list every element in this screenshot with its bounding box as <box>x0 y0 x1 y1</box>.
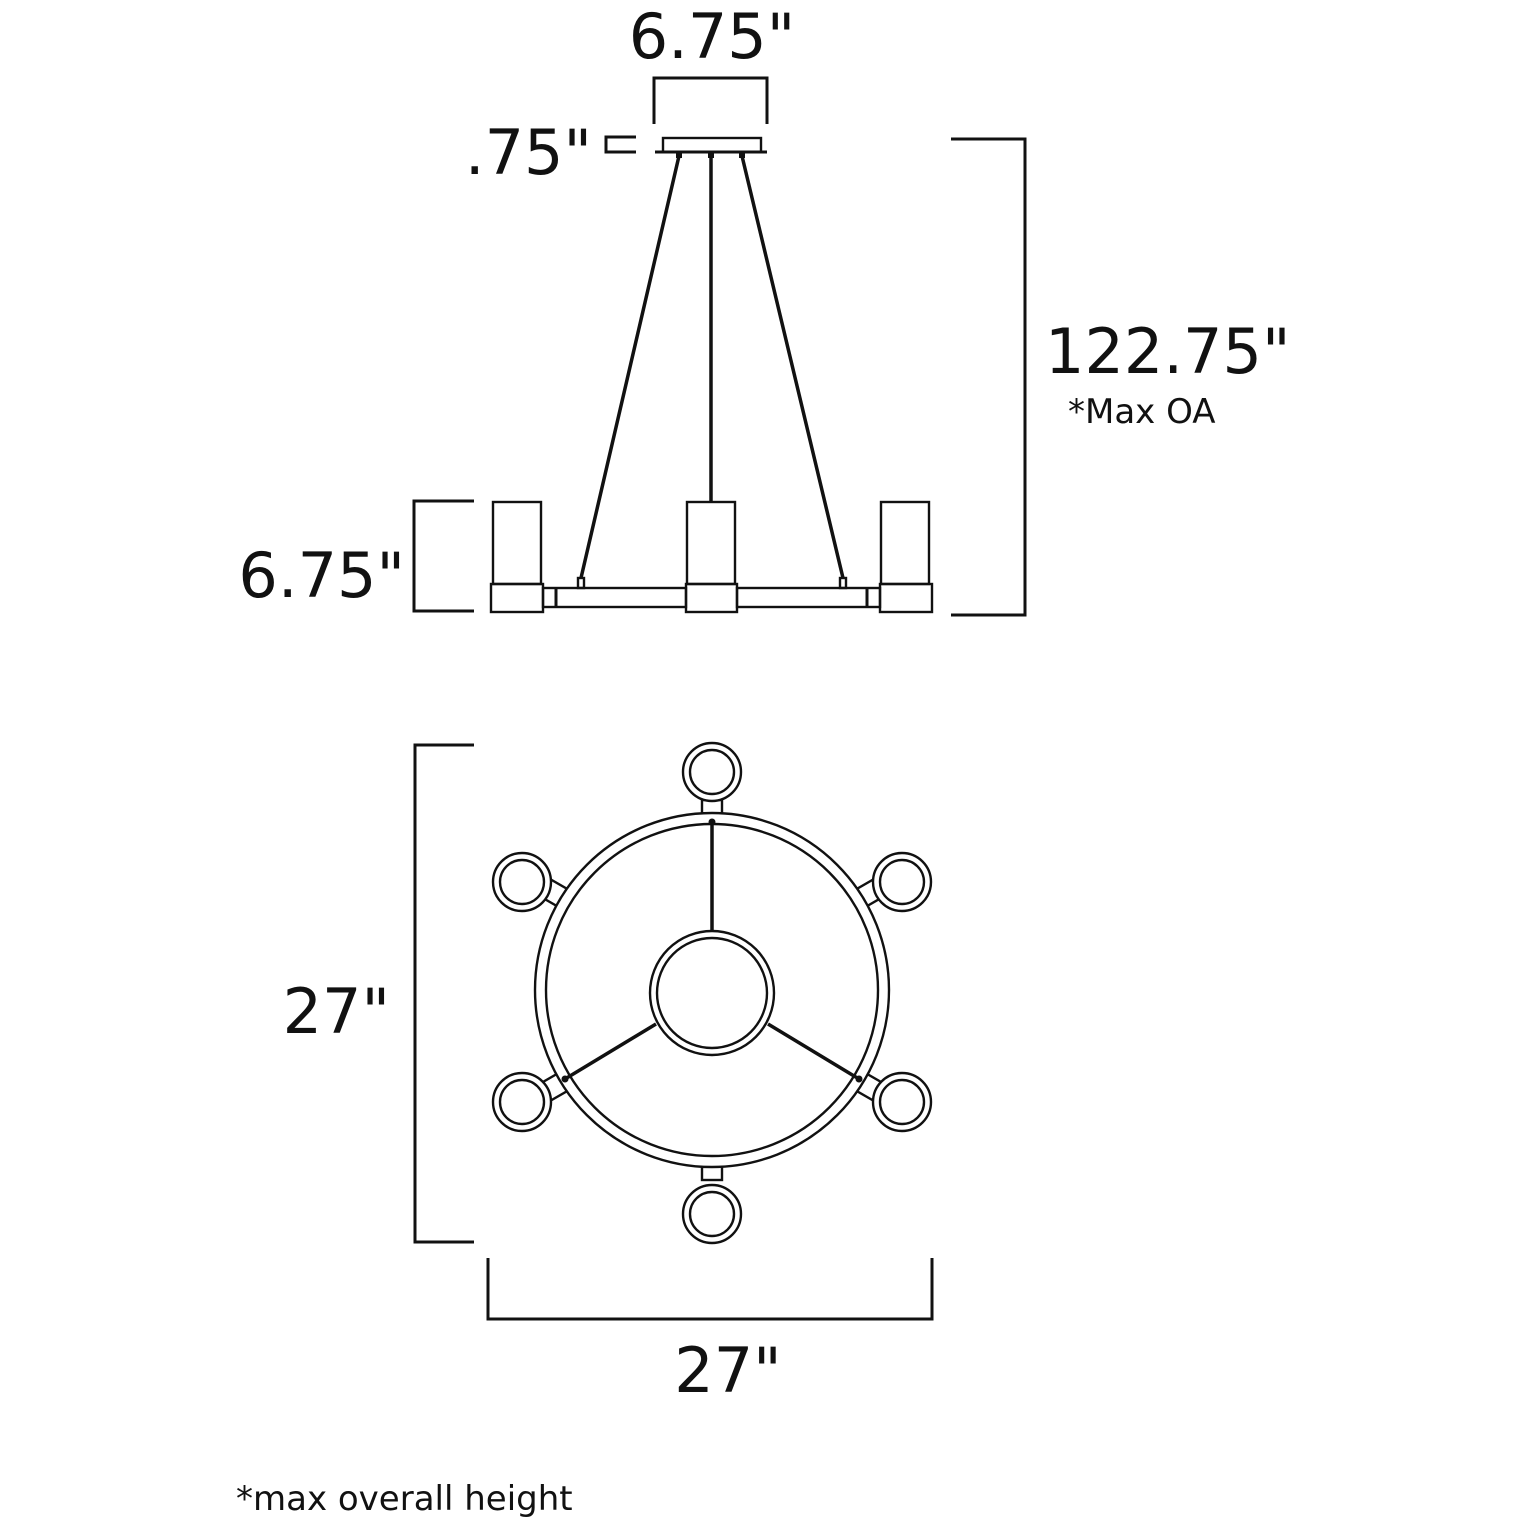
cable-grip <box>676 152 682 158</box>
lamp-bottom <box>681 1183 743 1245</box>
cable-grip <box>708 152 714 158</box>
rod-anchor <box>561 1075 569 1083</box>
canopy-plate <box>661 136 763 154</box>
overall-height-bracket <box>951 137 1027 617</box>
socket-right <box>878 582 934 614</box>
canopy-width-label: 6.75" <box>629 0 796 73</box>
canopy-height-label: .75" <box>465 116 592 189</box>
canopy <box>655 136 767 158</box>
canopy-height-bracket <box>604 135 636 154</box>
shade-height-label: 6.75" <box>238 539 405 612</box>
cable-grip <box>739 152 745 158</box>
socket-left <box>489 582 545 614</box>
shade-left <box>491 500 543 586</box>
ring-bar-right <box>735 586 882 609</box>
hub-inner-edge <box>655 936 769 1050</box>
hub-outer-edge <box>648 929 776 1057</box>
lamp-lower-right <box>871 1071 933 1133</box>
support-rod-left <box>564 1022 657 1081</box>
canopy-height-dimension: .75" <box>465 116 636 189</box>
cable-left <box>579 155 681 579</box>
width-dimension: 27" <box>486 1258 934 1407</box>
lamp-upper-right <box>871 851 933 913</box>
canopy-width-dimension: 6.75" <box>629 0 796 124</box>
depth-label: 27" <box>283 975 390 1048</box>
rod-anchor <box>855 1075 863 1083</box>
width-label: 27" <box>674 1334 781 1407</box>
width-bracket <box>486 1258 934 1321</box>
depth-bracket <box>413 743 474 1244</box>
shade-center <box>685 500 737 586</box>
fixture-body <box>489 500 934 614</box>
socket-center <box>684 582 739 614</box>
overall-height-note: *Max OA <box>1068 392 1216 432</box>
shade-height-bracket <box>412 499 474 613</box>
central-hub <box>648 929 776 1057</box>
suspension-cables <box>579 155 845 579</box>
lamp-upper-left <box>491 851 553 913</box>
lamp-lower-left <box>491 1071 553 1133</box>
support-rods <box>561 818 863 1083</box>
ring-bar-left <box>541 586 688 609</box>
overall-height-dimension: 122.75" *Max OA <box>951 137 1290 617</box>
shade-height-dimension: 6.75" <box>238 499 474 613</box>
depth-dimension: 27" <box>283 743 474 1244</box>
footnote: *max overall height <box>236 1479 573 1519</box>
lamp-top <box>681 741 743 803</box>
cable-clip-right <box>838 576 848 590</box>
side-elevation-view: 6.75" .75" 122.75" *Max OA <box>238 0 1290 617</box>
lamp-arms <box>537 798 887 1182</box>
support-rod-right <box>767 1022 860 1081</box>
rod-anchor <box>708 818 716 826</box>
cable-clip-left <box>576 576 586 590</box>
shade-right <box>879 500 931 586</box>
overall-height-label: 122.75" <box>1045 315 1290 388</box>
lamps <box>491 741 933 1245</box>
cable-right <box>740 155 845 579</box>
top-plan-view: 27" 27" <box>283 741 934 1407</box>
canopy-width-bracket <box>652 76 769 124</box>
